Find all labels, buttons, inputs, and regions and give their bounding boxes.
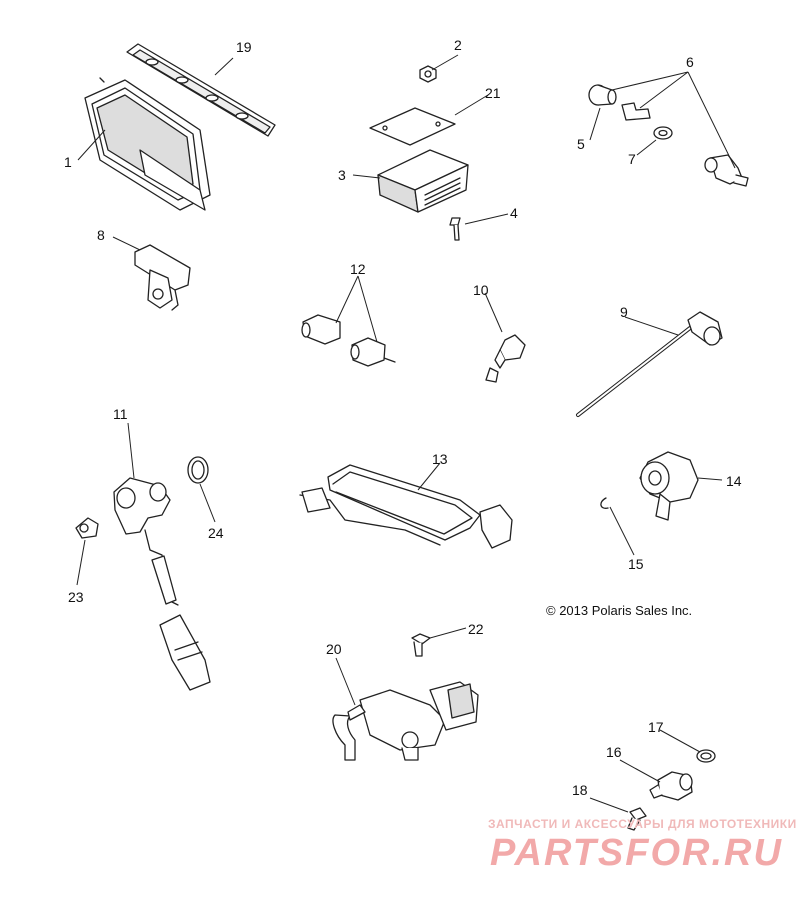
part-23-bolt — [75, 517, 99, 539]
part-5-sensor — [588, 84, 617, 106]
part-22-screw — [411, 633, 431, 657]
part-11-sensor-harness — [113, 477, 211, 691]
callout-2: 2 — [454, 37, 462, 53]
callout-12: 12 — [350, 261, 366, 277]
callout-23: 23 — [68, 589, 84, 605]
part-8-map-sensor — [134, 244, 191, 311]
part-9-sensor-wire — [576, 311, 723, 417]
copyright-text: © 2013 Polaris Sales Inc. — [546, 603, 693, 618]
part-13-harness — [299, 464, 513, 549]
callout-5: 5 — [577, 136, 585, 152]
callout-4: 4 — [510, 205, 518, 221]
callout-11: 11 — [113, 406, 128, 422]
callout-22: 22 — [468, 621, 484, 637]
callout-9: 9 — [620, 304, 628, 320]
callout-24: 24 — [208, 525, 224, 541]
part-1-ecu — [84, 77, 211, 211]
part-7-washer — [653, 126, 673, 140]
callout-15: 15 — [628, 556, 644, 572]
part-21-gasket — [369, 107, 456, 146]
part-16-sensor — [649, 771, 693, 801]
callout-3: 3 — [338, 167, 346, 183]
callout-10: 10 — [473, 282, 489, 298]
callout-14: 14 — [726, 473, 742, 489]
part-18-bolt — [627, 807, 647, 831]
part-12-plugs — [301, 314, 396, 367]
part-6-sensor — [704, 154, 749, 187]
part-19-bracket — [126, 43, 276, 137]
callout-16: 16 — [606, 744, 622, 760]
part-2-nut — [419, 65, 437, 83]
callout-17: 17 — [648, 719, 664, 735]
callout-20: 20 — [326, 641, 342, 657]
callout-6: 6 — [686, 54, 694, 70]
leader-lines — [76, 54, 736, 813]
watermark-tagline: ЗАПЧАСТИ И АКСЕССУАРЫ ДЛЯ МОТОТЕХНИКИ — [488, 817, 797, 831]
watermark-logo: PARTSFOR.RU — [490, 832, 783, 874]
part-6-clip — [621, 102, 651, 121]
callout-1: 1 — [64, 154, 72, 170]
callout-19: 19 — [236, 39, 252, 55]
part-4-bolt — [449, 217, 461, 241]
part-15-clip — [600, 497, 609, 509]
callout-13: 13 — [432, 451, 448, 467]
part-3-module — [377, 149, 469, 213]
part-17-oring — [696, 749, 716, 763]
part-20-valve — [332, 681, 479, 761]
part-24-oring — [187, 456, 209, 484]
callout-7: 7 — [628, 151, 636, 167]
callout-21: 21 — [485, 85, 501, 101]
callout-18: 18 — [572, 782, 588, 798]
part-10-temp-sensor — [485, 334, 526, 383]
part-14-knock-sensor — [639, 451, 699, 521]
callout-8: 8 — [97, 227, 105, 243]
